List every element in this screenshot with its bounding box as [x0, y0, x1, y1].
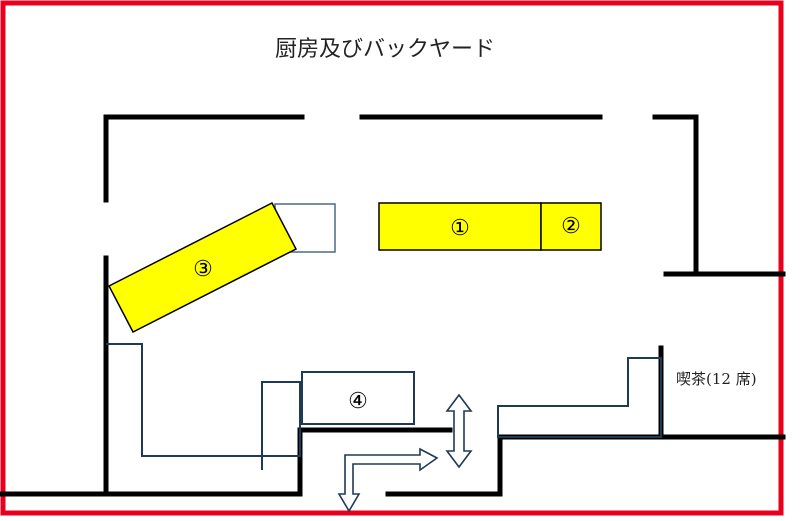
cafe-label: 喫茶(12 席): [676, 370, 757, 388]
label-3: ③: [193, 257, 213, 282]
kitchen-walls: [0, 114, 786, 497]
counters: [106, 203, 662, 470]
sink-cabinet: [261, 381, 301, 457]
equipment-2: [540, 202, 602, 251]
right-lower-wall: [497, 434, 786, 497]
elbow-arrow-right-down: [337, 447, 439, 513]
double-arrow-vertical: [445, 393, 473, 469]
item-labels: ① ② ③ ④: [193, 214, 581, 414]
outer-frame: [0, 0, 784, 516]
flow-arrows: [337, 393, 473, 513]
bottom-wall-left: [0, 427, 453, 497]
equipment-3: [107, 201, 298, 334]
equipment-1: [378, 202, 542, 251]
label-1: ①: [450, 216, 470, 241]
equipment: [107, 201, 602, 334]
label-2: ②: [561, 214, 581, 239]
l-counter: [106, 343, 263, 470]
counter-4: [301, 371, 415, 425]
plan-title: 厨房及びバックヤード: [275, 37, 495, 62]
cafe-counter: [497, 357, 662, 438]
label-4: ④: [348, 389, 368, 414]
